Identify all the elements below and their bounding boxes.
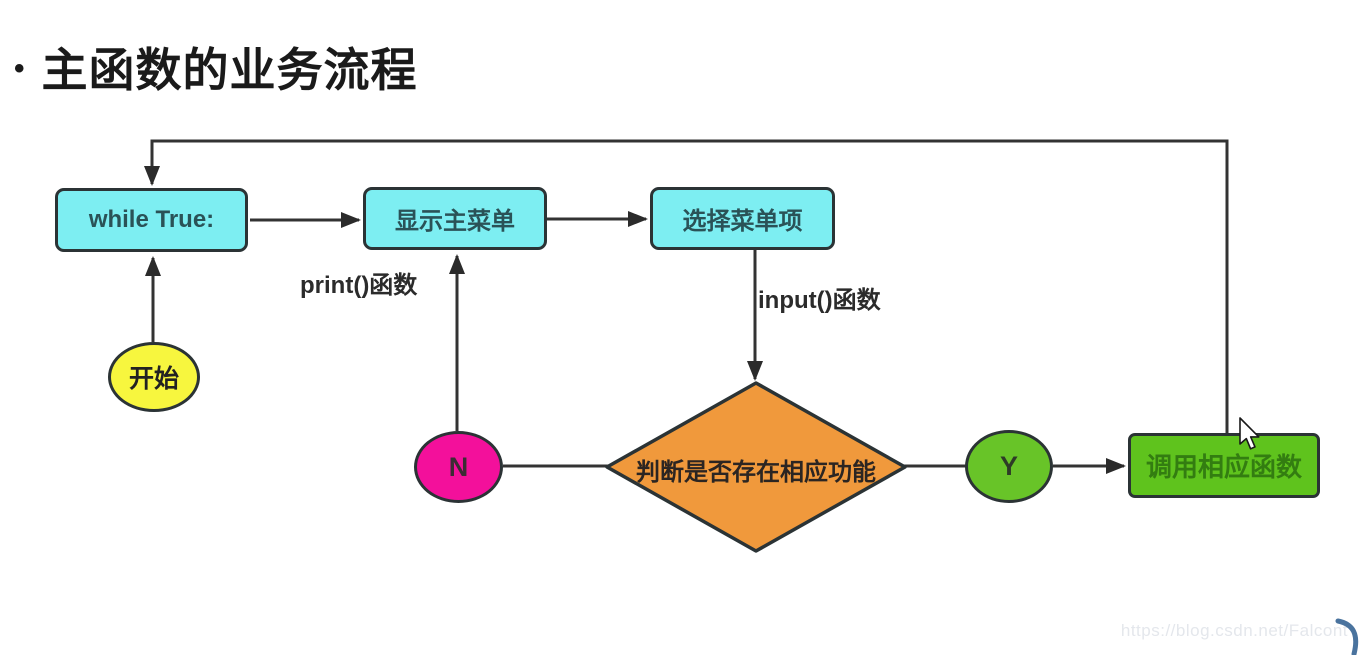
title-bullet: •: [14, 52, 26, 85]
node-no-branch: N: [414, 431, 503, 503]
edge-label-input-function: input()函数: [758, 287, 881, 314]
csdn-swoosh-icon: [1335, 618, 1359, 655]
node-select-menu: 选择菜单项: [650, 187, 835, 250]
node-yes-branch: Y: [965, 430, 1053, 503]
node-call-function-label: 调用相应函数: [1145, 452, 1302, 482]
node-select-menu-label: 选择菜单项: [682, 208, 803, 235]
page-title: • 主函数的业务流程: [12, 34, 418, 100]
edge-label-print-function: print()函数: [300, 272, 418, 299]
node-yes-branch-label: Y: [999, 451, 1018, 481]
node-no-branch-label: N: [448, 451, 469, 482]
node-decision-label: 判断是否存在相应功能: [636, 459, 876, 486]
node-display-menu-label: 显示主菜单: [395, 208, 515, 235]
decision-diamond-shape: [605, 381, 907, 553]
title-text: 主函数的业务流程: [41, 44, 418, 96]
mouse-cursor-icon: [1239, 417, 1260, 450]
edge-loop-back: [144, 139, 1229, 433]
node-start: 开始: [108, 342, 200, 412]
watermark-url: https://blog.csdn.net/Falcont: [1120, 621, 1348, 640]
node-while-true-label: while True:: [88, 206, 215, 233]
node-display-menu: 显示主菜单: [363, 187, 547, 250]
node-start-label: 开始: [128, 365, 179, 393]
node-call-function: 调用相应函数: [1128, 433, 1320, 498]
node-while-true: while True:: [55, 188, 248, 252]
